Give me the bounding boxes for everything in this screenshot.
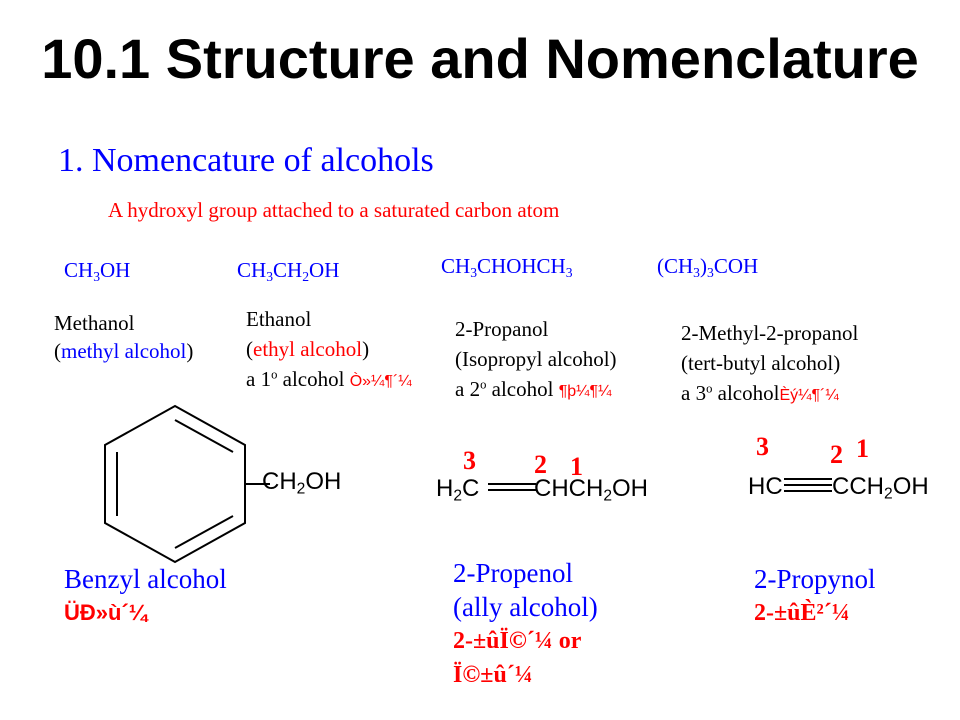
propynol-left-group: HC bbox=[748, 473, 783, 500]
formula-2-propanol: CH3CHOHCH3 bbox=[441, 254, 573, 281]
section-heading: 1. Nomencature of alcohols bbox=[58, 142, 434, 179]
carbon-number: 3 bbox=[756, 432, 769, 461]
name-line: Methanol bbox=[54, 311, 135, 335]
name-line: 2-Propynol bbox=[754, 564, 876, 594]
carbon-number: 1 bbox=[570, 452, 583, 481]
propynol-right-group: CCH2OH bbox=[832, 473, 929, 503]
formula-methanol: CH3OH bbox=[64, 258, 131, 285]
name-line: 2-Methyl-2-propanol bbox=[681, 321, 859, 345]
name-line: a 2o alcohol ¶þ¼¶¼ bbox=[455, 377, 612, 401]
name-line: a 1o alcohol Ò»¼¶´¼ bbox=[246, 367, 412, 391]
propenol-right-group: CHCH2OH bbox=[534, 475, 649, 505]
name-2-propynol: 2-Propynol 2-±ûÈ²´¼ bbox=[754, 562, 876, 630]
name-line: (ally alcohol) bbox=[453, 592, 598, 622]
name-line: (Isopropyl alcohol) bbox=[455, 347, 617, 371]
name-line: 2-±ûÏ©´¼ or bbox=[453, 628, 582, 654]
name-methanol: Methanol (methyl alcohol) bbox=[54, 309, 193, 365]
slide-title: 10.1 Structure and Nomenclature bbox=[41, 27, 919, 90]
name-line: a 3o alcoholÈý¼¶´¼ bbox=[681, 381, 839, 405]
name-benzyl-alcohol: Benzyl alcohol ÜÐ»ù´¼ bbox=[64, 562, 227, 630]
carbon-number: 1 bbox=[856, 434, 869, 463]
name-line: (methyl alcohol) bbox=[54, 339, 194, 363]
benzyl-alcohol-structure bbox=[104, 404, 270, 564]
propenol-left-group: H2C bbox=[436, 475, 480, 505]
name-line: 2-Propanol bbox=[455, 317, 549, 341]
benzene-double-bond bbox=[174, 419, 234, 453]
name-line: (ethyl alcohol) bbox=[246, 337, 370, 361]
benzene-double-bond bbox=[174, 515, 234, 549]
carbon-number: 2 bbox=[534, 450, 547, 479]
carbon-number: 3 bbox=[463, 446, 476, 475]
triple-bond bbox=[784, 478, 832, 492]
name-line: Ethanol bbox=[246, 307, 312, 331]
double-bond bbox=[488, 483, 536, 491]
definition-text: A hydroxyl group attached to a saturated… bbox=[108, 198, 560, 222]
name-tert-butanol: 2-Methyl-2-propanol (tert-butyl alcohol)… bbox=[681, 318, 858, 411]
carbon-number: 2 bbox=[830, 440, 843, 469]
benzyl-group-label: CH2OH bbox=[262, 468, 342, 498]
name-line: Ï©±û´¼ bbox=[453, 662, 533, 688]
name-line: Benzyl alcohol bbox=[64, 564, 227, 594]
formula-ethanol: CH3CH2OH bbox=[237, 258, 340, 285]
name-ethanol: Ethanol (ethyl alcohol) a 1o alcohol Ò»¼… bbox=[246, 304, 412, 397]
name-line: 2-±ûÈ²´¼ bbox=[754, 600, 850, 626]
name-2-propanol: 2-Propanol (Isopropyl alcohol) a 2o alco… bbox=[455, 314, 617, 407]
formula-tert-butanol: (CH3)3COH bbox=[657, 254, 759, 281]
name-line: ÜÐ»ù´¼ bbox=[64, 600, 148, 625]
name-2-propenol: 2-Propenol (ally alcohol) 2-±ûÏ©´¼ or Ï©… bbox=[453, 556, 598, 692]
name-line: 2-Propenol bbox=[453, 558, 573, 588]
name-line: (tert-butyl alcohol) bbox=[681, 351, 841, 375]
benzene-ring bbox=[104, 404, 246, 564]
